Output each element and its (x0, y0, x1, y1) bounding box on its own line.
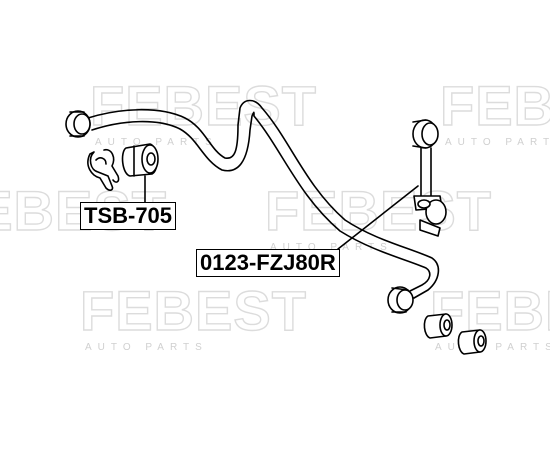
watermark-brand: FEBEST (80, 279, 307, 342)
watermark-tagline: AUTO PARTS (435, 342, 550, 353)
watermark-tagline: AUTO PARTS (270, 242, 393, 253)
watermark-brand: FEBEST (90, 74, 317, 137)
stabilizer-bushing (121, 143, 159, 177)
watermark-brand: FEBEST (265, 179, 492, 242)
watermark-tagline: AUTO PARTS (85, 342, 208, 353)
watermark-brand: FEBEST (440, 74, 550, 137)
bushing-bracket (87, 148, 120, 191)
watermark-tagline: AUTO PARTS (445, 137, 550, 148)
link-leader-line (337, 185, 419, 250)
stabilizer-link (412, 119, 447, 237)
bar-end-eye-right (387, 286, 414, 314)
link-bushing-lower (457, 329, 487, 355)
link-bushing-upper (423, 313, 453, 339)
bushing-part-number-label: TSB-705 (80, 202, 177, 230)
stabilizer-bar (87, 99, 440, 299)
watermark-tagline: AUTO PARTS (95, 137, 218, 148)
watermark-layer: FEBEST AUTO PARTS FEBEST AUTO PARTS FEBE… (0, 73, 550, 353)
stabilizer-link-part-number-label: 0123-FZJ80R (196, 249, 340, 277)
bar-end-eye (65, 110, 91, 138)
